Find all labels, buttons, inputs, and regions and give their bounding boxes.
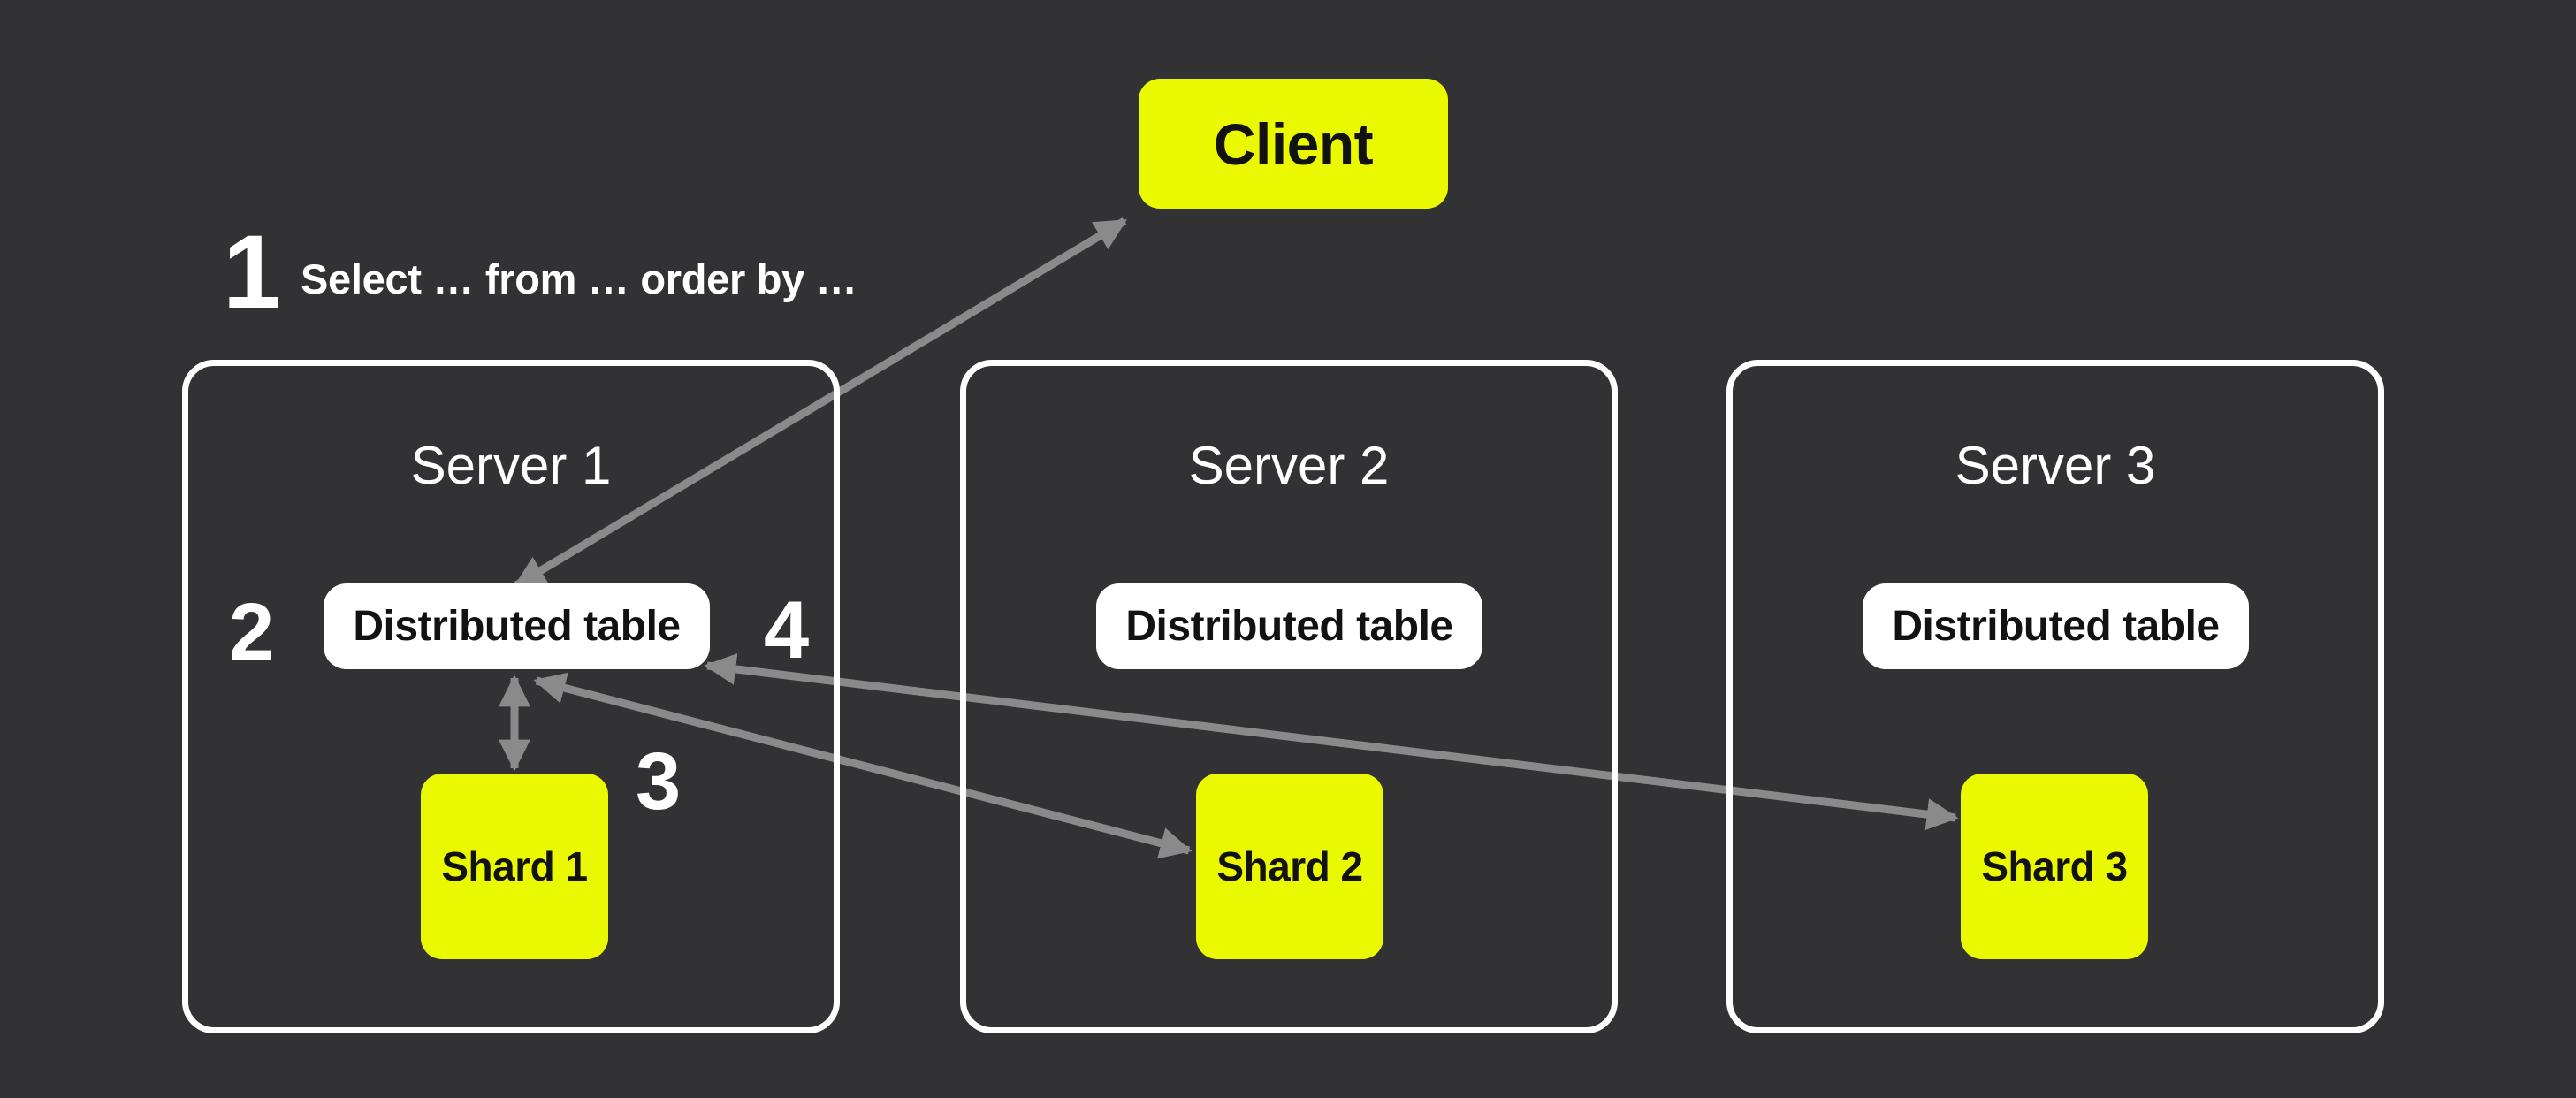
shard-3-label: Shard 3 [1981, 843, 2128, 889]
distributed-table-3-label: Distributed table [1892, 603, 2220, 650]
distributed-table-1: Distributed table [324, 583, 710, 669]
shard-1-label: Shard 1 [441, 843, 588, 889]
step-3-number: 3 [636, 736, 681, 827]
distributed-table-2: Distributed table [1096, 583, 1482, 669]
step-1-number: 1 [223, 214, 281, 331]
server-3-title: Server 3 [1955, 436, 2156, 495]
shard-2-node: Shard 2 [1196, 774, 1383, 959]
server-3-box: Server 3 [1726, 360, 2384, 1033]
server-1-title: Server 1 [410, 436, 612, 495]
server-2-box: Server 2 [960, 360, 1618, 1033]
client-node: Client [1139, 79, 1448, 209]
server-1-box: Server 1 [182, 360, 840, 1033]
distributed-table-2-label: Distributed table [1125, 603, 1453, 650]
step-2-number: 2 [229, 587, 274, 677]
shard-2-label: Shard 2 [1216, 843, 1363, 889]
shard-3-node: Shard 3 [1961, 774, 2148, 959]
step-4-number: 4 [764, 585, 809, 675]
client-label: Client [1213, 111, 1374, 177]
step-1-query-text: Select … from … order by … [301, 255, 857, 302]
server-2-title: Server 2 [1188, 436, 1390, 495]
distributed-table-3: Distributed table [1863, 583, 2249, 669]
distributed-table-1-label: Distributed table [353, 603, 681, 650]
shard-1-node: Shard 1 [421, 774, 608, 959]
